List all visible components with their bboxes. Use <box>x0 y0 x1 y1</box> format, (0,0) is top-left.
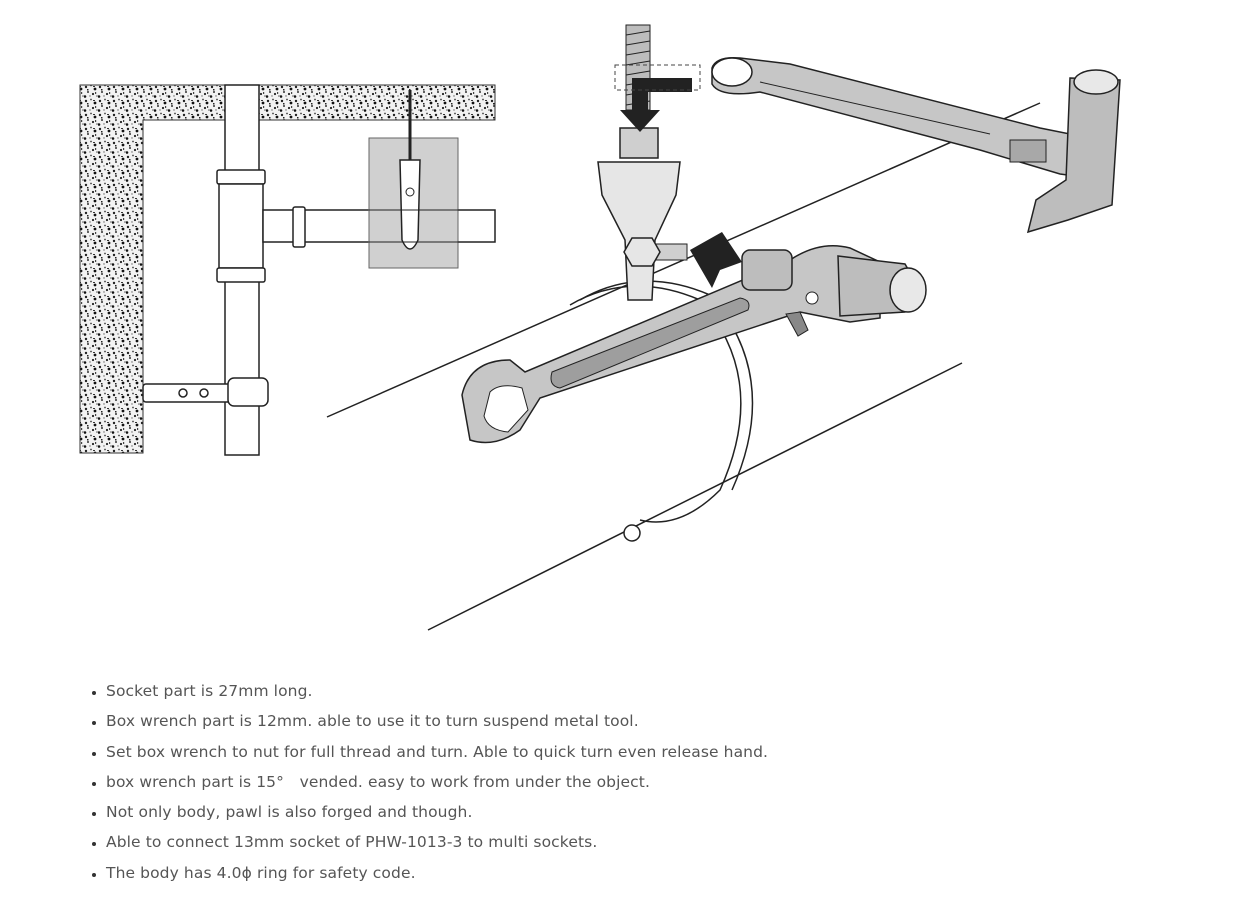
list-item: The body has 4.0ϕ ring for safety code. <box>106 858 768 888</box>
list-item: Socket part is 27mm long. <box>106 676 768 706</box>
list-item: Set box wrench to nut for full thread an… <box>106 737 768 767</box>
hanger-inset <box>368 90 495 269</box>
list-item: Able to connect 13mm socket of PHW-1013-… <box>106 827 768 857</box>
list-item: Box wrench part is 12mm. able to use it … <box>106 706 768 736</box>
down-arrow-icon <box>620 78 692 132</box>
upper-ratchet-wrench <box>711 56 1121 234</box>
product-illustration <box>79 24 1121 631</box>
pipe-hanger-diagram <box>326 24 1121 631</box>
feature-list: Socket part is 27mm long. Box wrench par… <box>82 676 768 888</box>
wall-ceiling-diagram <box>79 84 496 456</box>
list-item: Not only body, pawl is also forged and t… <box>106 797 768 827</box>
list-item: box wrench part is 15° vended. easy to w… <box>106 767 768 797</box>
left-arrow-icon <box>690 232 742 288</box>
lower-ratchet-wrench <box>461 245 927 444</box>
